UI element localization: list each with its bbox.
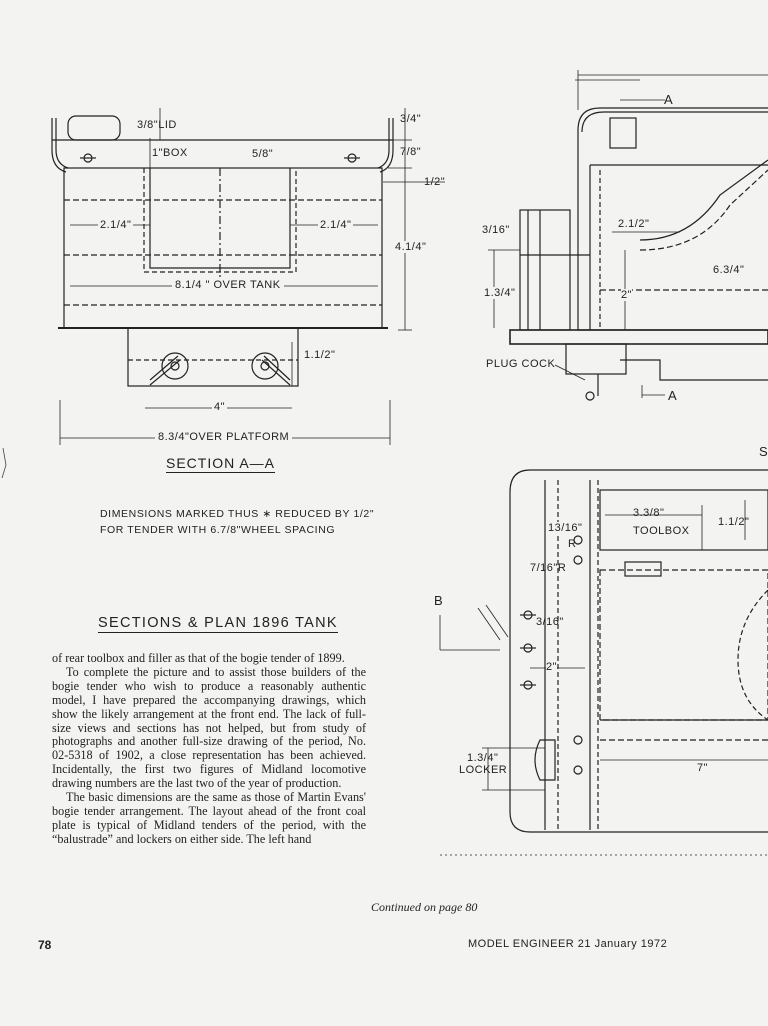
plug-cock-label: PLUG COCK (486, 358, 556, 370)
dim-left-width: 2.1/4" (98, 219, 134, 231)
plan-dim-two: 2" (546, 661, 558, 673)
dim-box: 1"BOX (152, 147, 188, 159)
article-body: of rear toolbox and filler as that of th… (52, 651, 366, 847)
article-heading: SECTIONS & PLAN 1896 TANK (98, 615, 338, 633)
plan-dim-seven: 7" (697, 762, 709, 774)
dim-tank-height: 4.1/4" (395, 241, 427, 253)
dim-wheel-spacing: 4" (212, 401, 228, 413)
side-dim-three-sixteenths: 3/16" (482, 224, 510, 236)
side-dim-two-half: 2.1/2" (618, 218, 650, 230)
plan-radius-r: R (568, 538, 577, 550)
dimension-note: DIMENSIONS MARKED THUS ∗ REDUCED BY 1/2"… (100, 506, 440, 538)
side-dim-two: 2" (621, 289, 633, 301)
plan-dim-toolbox-length: 3.3/8" (633, 507, 665, 519)
plan-locker-label: LOCKER (459, 764, 508, 776)
dim-frame-height: 1.1/2" (304, 349, 336, 361)
tank-body (63, 167, 383, 329)
dim-half: 1/2" (424, 176, 446, 188)
dim-over-platform: 8.3/4"OVER PLATFORM (155, 431, 293, 443)
publication-footer: MODEL ENGINEER 21 January 1972 (468, 938, 668, 950)
side-dim-six-three-quarter: 6.3/4" (713, 264, 745, 276)
page-number: 78 (38, 938, 52, 952)
plan-dim-three-sixteenths: 3/16" (536, 616, 564, 628)
plan-dim-seven-sixteenths-r: 7/16"R (530, 562, 567, 574)
section-title: SECTION A—A (166, 455, 276, 473)
side-marker-a-bottom: A (668, 388, 678, 403)
article-paragraph-2: To complete the picture and to assist th… (52, 664, 366, 791)
dimension-note-line-2: FOR TENDER WITH 6.7/8"WHEEL SPACING (100, 524, 336, 536)
side-dim-one-three-quarter: 1.3/4" (484, 287, 516, 299)
plan-edge-letter: S (759, 444, 768, 459)
plan-dim-toolbox-width: 1.1/2" (718, 516, 750, 528)
dim-five-eighths: 5/8" (252, 148, 274, 160)
side-marker-a-top: A (664, 92, 674, 107)
dim-lid: 3/8"LID (137, 119, 177, 131)
dim-seven-eighths: 7/8" (400, 146, 422, 158)
dim-over-tank: 8.1/4 " OVER TANK (172, 279, 284, 291)
plan-dim-thirteen-sixteenths: 13/16" (548, 522, 583, 534)
article-paragraph-3: The basic dimensions are the same as tho… (52, 790, 366, 846)
dim-three-quarter: 3/4" (400, 113, 422, 125)
plan-marker-b: B (434, 593, 444, 608)
dimension-note-line-1: DIMENSIONS MARKED THUS ∗ REDUCED BY 1/2" (100, 508, 375, 520)
plan-toolbox-label: TOOLBOX (633, 525, 690, 537)
plan-dim-locker: 1.3/4" (467, 752, 499, 764)
dim-right-width: 2.1/4" (318, 219, 354, 231)
article-paragraph-1: of rear toolbox and filler as that of th… (52, 651, 345, 665)
continued-note: Continued on page 80 (371, 900, 478, 914)
